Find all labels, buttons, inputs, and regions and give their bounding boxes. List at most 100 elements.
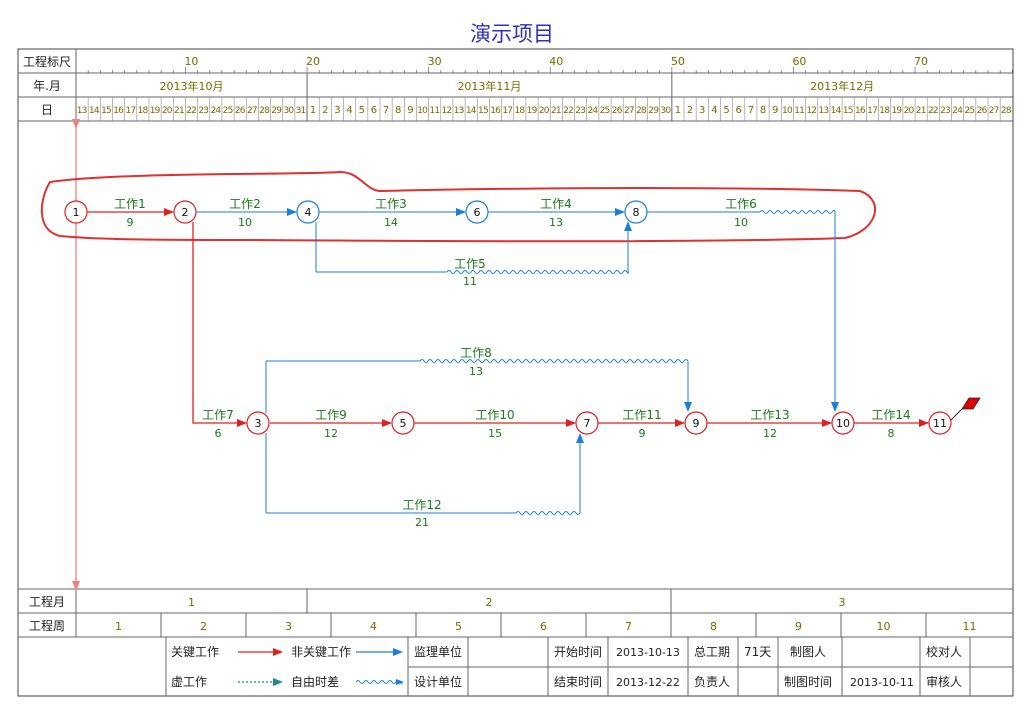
day-label: 22 — [186, 106, 197, 116]
free-float-wave — [446, 270, 629, 274]
day-label: 18 — [879, 106, 890, 116]
node-2[interactable]: 2 — [173, 200, 197, 224]
day-label: 2 — [687, 105, 693, 116]
day-label: 1 — [310, 105, 316, 116]
month-label: 2013年12月 — [810, 79, 874, 93]
checker-label: 校对人 — [926, 644, 962, 659]
day-label: 18 — [138, 106, 149, 116]
project-week-value: 2 — [200, 620, 207, 633]
ruler-tick-label: 70 — [914, 55, 928, 68]
node-circle — [624, 200, 648, 224]
node-3[interactable]: 3 — [246, 411, 270, 435]
day-label: 13 — [819, 106, 830, 116]
node-circle — [64, 200, 88, 224]
activity-duration: 6 — [215, 427, 222, 440]
node-number: 3 — [255, 417, 262, 430]
page-title: 演示项目 — [470, 22, 554, 46]
day-label: 25 — [223, 106, 234, 116]
activity-name: 工作7 — [202, 408, 234, 422]
activity-duration: 15 — [488, 427, 502, 440]
day-label: 8 — [760, 105, 766, 116]
activity-10-11[interactable]: 工作14 8 — [854, 408, 929, 440]
activity-duration: 9 — [127, 216, 134, 229]
day-label: 20 — [539, 106, 550, 116]
day-label: 25 — [600, 106, 611, 116]
node-1[interactable]: 1 — [64, 200, 88, 224]
draw-time-label: 制图时间 — [784, 675, 832, 689]
day-label: 19 — [150, 106, 161, 116]
activity-duration: 11 — [463, 275, 477, 288]
activity-name: 工作9 — [315, 408, 347, 422]
node-number: 2 — [182, 206, 189, 219]
day-label: 20 — [162, 106, 173, 116]
legend-table: 关键工作 非关键工作 虚工作 自由时差 监理单位 设计单位 开始时间 2013-… — [165, 637, 1013, 696]
day-label: 15 — [478, 106, 489, 116]
activity-duration: 9 — [639, 427, 646, 440]
activity-name: 工作5 — [454, 257, 486, 271]
legend-float-label: 自由时差 — [291, 675, 339, 689]
project-week-label: 工程周 — [29, 618, 65, 633]
node-9[interactable]: 9 — [684, 411, 708, 435]
activity-duration: 14 — [384, 216, 398, 229]
design-unit-label: 设计单位 — [414, 674, 462, 689]
node-number: 6 — [474, 206, 481, 219]
finish-flag-icon — [950, 397, 981, 421]
project-month-value: 1 — [188, 596, 195, 609]
node-5[interactable]: 5 — [391, 411, 415, 435]
node-circle — [575, 411, 599, 435]
day-label: 21 — [551, 106, 562, 116]
node-4[interactable]: 4 — [296, 200, 320, 224]
activity-duration: 8 — [888, 427, 895, 440]
day-label: 7 — [748, 105, 754, 116]
node-7[interactable]: 7 — [575, 411, 599, 435]
day-label: 4 — [711, 105, 717, 116]
day-label: 3 — [699, 105, 705, 116]
day-label: 8 — [395, 105, 401, 116]
day-label: 26 — [235, 106, 246, 116]
project-week-value: 8 — [710, 620, 717, 633]
node-8[interactable]: 8 — [624, 200, 648, 224]
day-label: 28 — [1001, 106, 1012, 116]
activity-duration: 12 — [324, 427, 338, 440]
day-label: 17 — [125, 106, 136, 116]
day-label: 9 — [772, 105, 778, 116]
ruler-tick-label: 40 — [549, 55, 563, 68]
day-label: 1 — [675, 105, 681, 116]
day-label: 19 — [891, 106, 902, 116]
day-label: 3 — [334, 105, 340, 116]
node-10[interactable]: 10 — [831, 411, 855, 435]
project-month-label: 工程月 — [29, 594, 65, 609]
node-number: 11 — [933, 417, 947, 430]
month-row-label: 年.月 — [33, 79, 61, 93]
node-number: 7 — [584, 417, 591, 430]
activity-name: 工作14 — [871, 408, 910, 422]
activity-duration: 13 — [549, 216, 563, 229]
day-label: 27 — [989, 106, 1000, 116]
project-week-value: 10 — [877, 620, 891, 633]
project-week-value: 6 — [540, 620, 547, 633]
node-circle — [296, 200, 320, 224]
node-6[interactable]: 6 — [465, 200, 489, 224]
node-11[interactable]: 11 — [928, 411, 952, 435]
day-label: 18 — [515, 106, 526, 116]
day-label: 23 — [575, 106, 586, 116]
month-label: 2013年11月 — [457, 79, 521, 93]
free-float-wave — [515, 511, 581, 515]
activity-name: 工作13 — [750, 408, 789, 422]
start-time-value: 2013-10-13 — [616, 646, 680, 659]
day-label: 11 — [794, 106, 805, 116]
